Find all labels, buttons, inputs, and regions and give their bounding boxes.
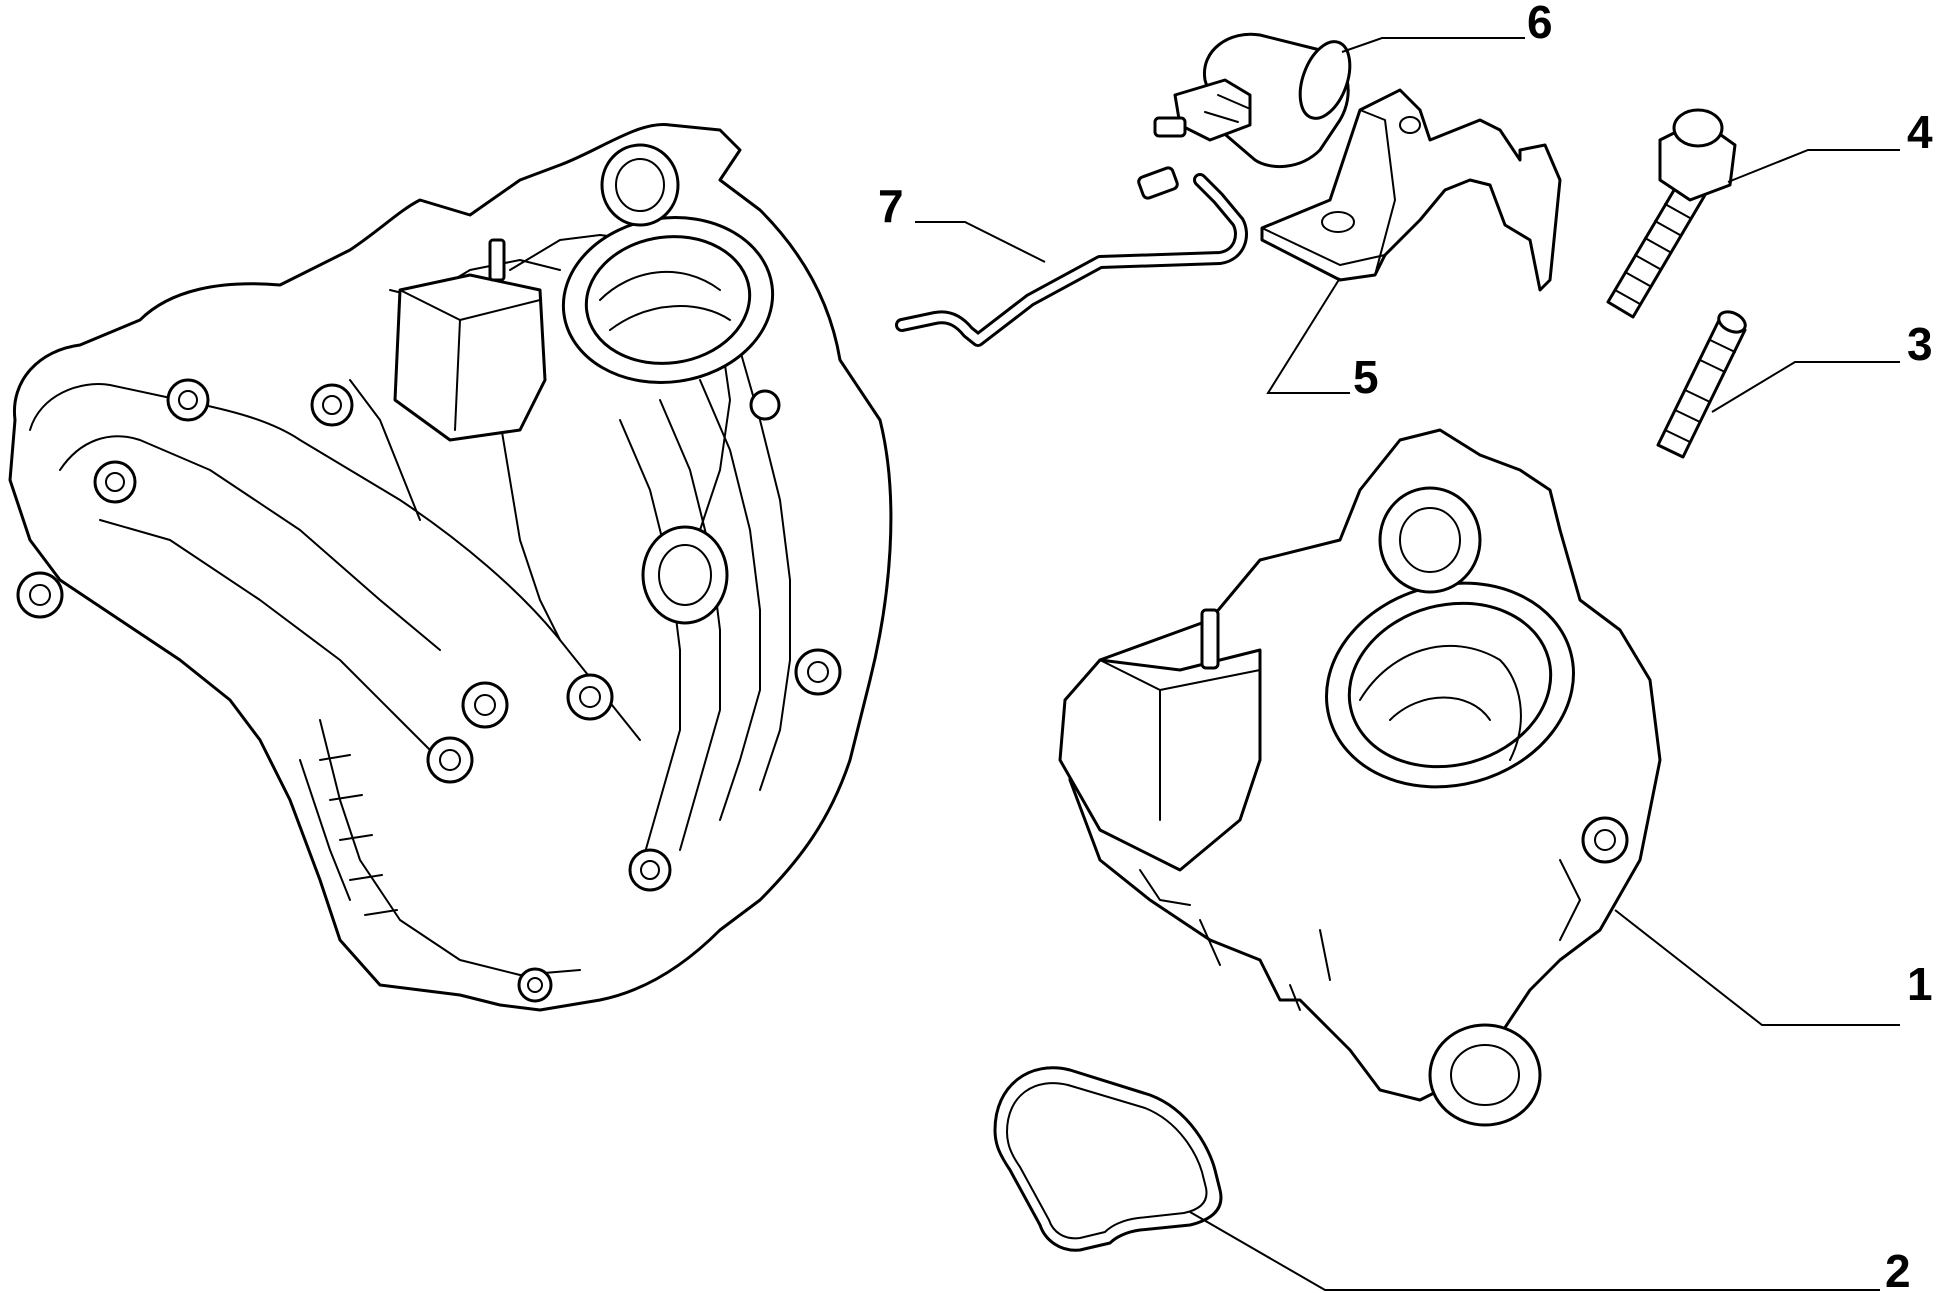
- leader-1: [1614, 909, 1900, 1026]
- callout-1: 1: [1907, 958, 1933, 1010]
- throttle-body: [1058, 428, 1662, 1127]
- bolt: [1606, 108, 1737, 319]
- leader-6: [1341, 37, 1525, 53]
- leader-5: [1266, 277, 1350, 394]
- callout-labels: 1 2 3 4 5 6 7: [878, 0, 1933, 1293]
- leader-3: [1711, 361, 1900, 413]
- gasket: [993, 1066, 1223, 1252]
- callout-5: 5: [1353, 351, 1379, 403]
- stud: [1656, 310, 1747, 459]
- leader-4: [1727, 149, 1900, 183]
- callout-2: 2: [1885, 1245, 1911, 1293]
- manifold-bolt-bosses: [16, 378, 842, 1003]
- pressure-sensor: [1153, 32, 1352, 169]
- leader-lines: [915, 37, 1900, 1291]
- callout-4: 4: [1907, 106, 1933, 158]
- intake-manifold: [8, 122, 893, 1012]
- callout-6: 6: [1527, 0, 1553, 48]
- leader-7: [915, 221, 1046, 263]
- callout-7: 7: [878, 180, 904, 232]
- callout-3: 3: [1907, 318, 1933, 370]
- bracket: [1260, 88, 1562, 292]
- vacuum-hose: [895, 166, 1248, 347]
- leader-2: [1189, 1211, 1880, 1291]
